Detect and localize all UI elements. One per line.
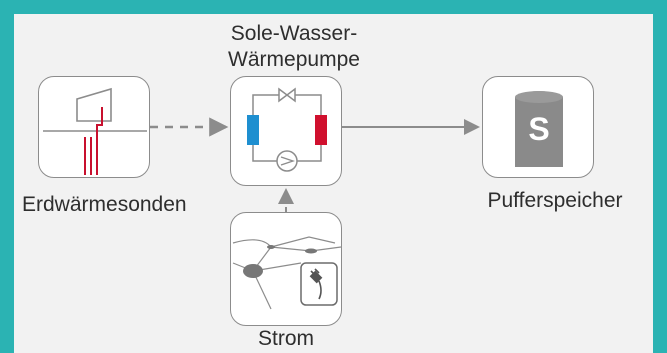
plug-panel bbox=[300, 262, 338, 306]
ground-probes-box bbox=[38, 76, 150, 178]
heat-pump-label-line2: Wärmepumpe bbox=[228, 48, 360, 71]
heat-pump-circuit-icon bbox=[247, 87, 327, 172]
power-box bbox=[230, 212, 342, 326]
diagram-canvas: Erdwärmesonden Sole-Wasser- Wärmepumpe bbox=[14, 14, 653, 353]
power-label: Strom bbox=[257, 327, 314, 350]
power-grid-icon bbox=[232, 236, 342, 310]
heat-pump-label-line1: Sole-Wasser- bbox=[230, 22, 358, 45]
condenser-icon bbox=[315, 115, 327, 145]
heat-pump-box bbox=[230, 76, 342, 186]
ground-probe-icon bbox=[43, 87, 147, 175]
expansion-valve-icon bbox=[278, 87, 289, 103]
tank-icon bbox=[515, 91, 563, 167]
ground-probes-label: Erdwärmesonden bbox=[22, 193, 187, 216]
buffer-tank-label: Pufferspeicher bbox=[487, 189, 623, 212]
buffer-tank-box: S bbox=[482, 76, 594, 178]
plug-icon bbox=[309, 268, 323, 300]
tank-letter: S bbox=[528, 111, 550, 147]
evaporator-icon bbox=[247, 115, 259, 145]
compressor-icon bbox=[276, 150, 298, 172]
